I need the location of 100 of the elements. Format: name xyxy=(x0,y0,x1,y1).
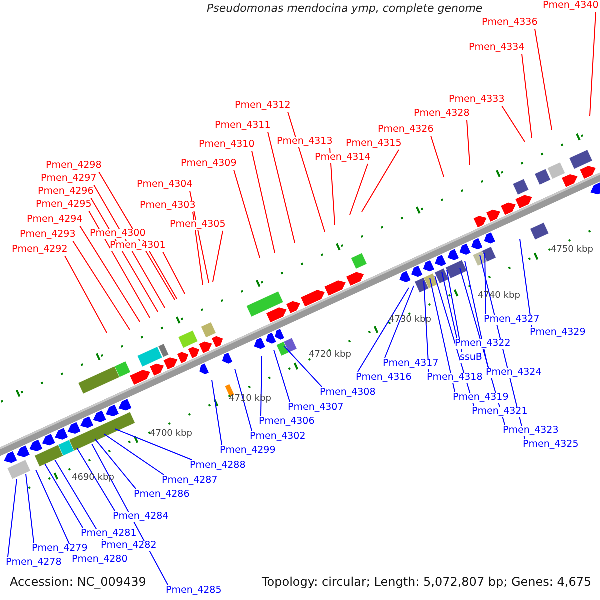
leader-line xyxy=(8,478,18,558)
gene-label: Pmen_4328 xyxy=(414,109,470,118)
gene-label: Pmen_4322 xyxy=(455,339,511,348)
gene-label: Pmen_4327 xyxy=(484,315,540,324)
leader-line xyxy=(522,54,532,138)
gene-label: Pmen_4278 xyxy=(6,558,62,568)
gene-label: Pmen_4300 xyxy=(90,229,146,238)
leader-line xyxy=(162,252,186,294)
leader-line xyxy=(94,184,166,308)
gene-label: Pmen_4293 xyxy=(20,230,76,240)
gene-label: Pmen_4329 xyxy=(530,328,586,338)
leader-line xyxy=(252,150,276,254)
leader-line xyxy=(288,112,326,232)
leader-line xyxy=(212,230,224,282)
gene-label: Pmen_4280 xyxy=(72,555,128,564)
leader-line xyxy=(362,150,400,212)
title: Pseudomonas mendocina ymp, complete genome xyxy=(207,3,483,14)
leader-line xyxy=(484,252,486,314)
gene-label: Pmen_4292 xyxy=(12,245,68,254)
leader-line xyxy=(260,356,262,416)
leader-line xyxy=(94,438,136,490)
leader-line xyxy=(76,448,116,512)
leader-line xyxy=(44,464,84,528)
leader-line xyxy=(466,120,470,166)
scale-label: 4720 kbp xyxy=(309,351,352,360)
gene-label: Pmen_4305 xyxy=(170,220,226,230)
leader-line xyxy=(234,368,252,432)
leader-line xyxy=(424,280,430,372)
gene-label: Pmen_4301 xyxy=(110,241,166,250)
leader-line xyxy=(330,148,336,226)
gene-label: Pmen_4311 xyxy=(215,121,271,130)
gene-label: Pmen_4324 xyxy=(486,368,542,378)
gene-label: Pmen_4321 xyxy=(472,407,528,416)
leader-line xyxy=(192,212,204,286)
leader-line xyxy=(92,444,168,586)
leader-line xyxy=(274,350,290,402)
leader-line xyxy=(284,346,322,388)
leader-line xyxy=(442,272,458,338)
gene-label: Pmen_4282 xyxy=(101,541,157,550)
leader-line xyxy=(64,256,108,334)
leader-line xyxy=(80,226,140,322)
gene-label: Pmen_4312 xyxy=(235,101,291,110)
leader-line xyxy=(430,278,456,392)
leader-line xyxy=(430,136,444,178)
gene-label: Pmen_4295 xyxy=(36,200,92,210)
leader-line xyxy=(234,170,260,258)
leader-line xyxy=(54,460,104,540)
gene-label: Pmen_4313 xyxy=(277,137,333,146)
gene-label: Pmen_4287 xyxy=(162,476,218,486)
leader-line xyxy=(212,380,222,446)
scale-label: 4700 kbp xyxy=(150,430,192,439)
gene-label: Pmen_4304 xyxy=(137,180,193,190)
gene-label: Pmen_4326 xyxy=(378,125,434,134)
gene-label: Pmen_4316 xyxy=(356,373,412,382)
leader-line xyxy=(534,28,552,130)
gene-label: Pmen_4285 xyxy=(166,586,222,596)
leader-line xyxy=(72,240,130,330)
leader-line xyxy=(446,270,462,352)
gene-label: Pmen_4310 xyxy=(199,140,255,150)
leader-line xyxy=(358,288,410,372)
gene-label: Pmen_4319 xyxy=(453,393,509,402)
scale-label: 4750 kbp xyxy=(551,246,594,255)
gene-label: Pmen_4315 xyxy=(346,139,402,148)
gene-label: Pmen_4318 xyxy=(427,373,483,382)
leader-line xyxy=(104,434,164,476)
accession-note: Accession: NC_009439 xyxy=(10,576,146,588)
leader-line xyxy=(502,106,526,142)
gene-label: Pmen_4314 xyxy=(315,153,371,162)
leader-line xyxy=(88,210,150,318)
leader-line xyxy=(520,238,532,328)
leader-line xyxy=(464,260,488,368)
gene-label: Pmen_4317 xyxy=(383,359,439,368)
gene-label: Pmen_4323 xyxy=(503,426,559,436)
gene-label: ssuB xyxy=(460,353,482,362)
gene-label: Pmen_4296 xyxy=(38,187,94,196)
gene-label: Pmen_4336 xyxy=(482,18,538,28)
leader-line xyxy=(268,132,296,244)
gene-label: Pmen_4333 xyxy=(449,95,505,104)
gene-label: Pmen_4307 xyxy=(288,403,344,412)
gene-label: Pmen_4298 xyxy=(46,161,102,170)
gene-label: Pmen_4303 xyxy=(140,201,196,210)
gene-label: Pmen_4284 xyxy=(113,512,169,522)
gene-label: Pmen_4306 xyxy=(259,417,315,426)
gene-label: Pmen_4279 xyxy=(32,544,88,554)
gene-label: Pmen_4308 xyxy=(320,388,376,398)
leader-line xyxy=(114,428,192,460)
gene-label: Pmen_4302 xyxy=(250,432,306,442)
gene-label: Pmen_4340 xyxy=(543,1,599,10)
gene-label: Pmen_4297 xyxy=(41,174,97,184)
gene-label: Pmen_4309 xyxy=(181,159,237,168)
leader-line xyxy=(98,172,176,300)
gene-label: Pmen_4334 xyxy=(469,43,525,52)
leader-line xyxy=(350,164,368,216)
leader-line xyxy=(590,12,596,116)
gene-label: Pmen_4325 xyxy=(523,440,579,450)
gene-label: Pmen_4281 xyxy=(81,529,137,538)
gene-label: Pmen_4299 xyxy=(220,446,276,456)
gene-label: Pmen_4286 xyxy=(134,490,190,500)
gene-label: Pmen_4288 xyxy=(190,461,246,470)
leader-line xyxy=(26,474,34,544)
